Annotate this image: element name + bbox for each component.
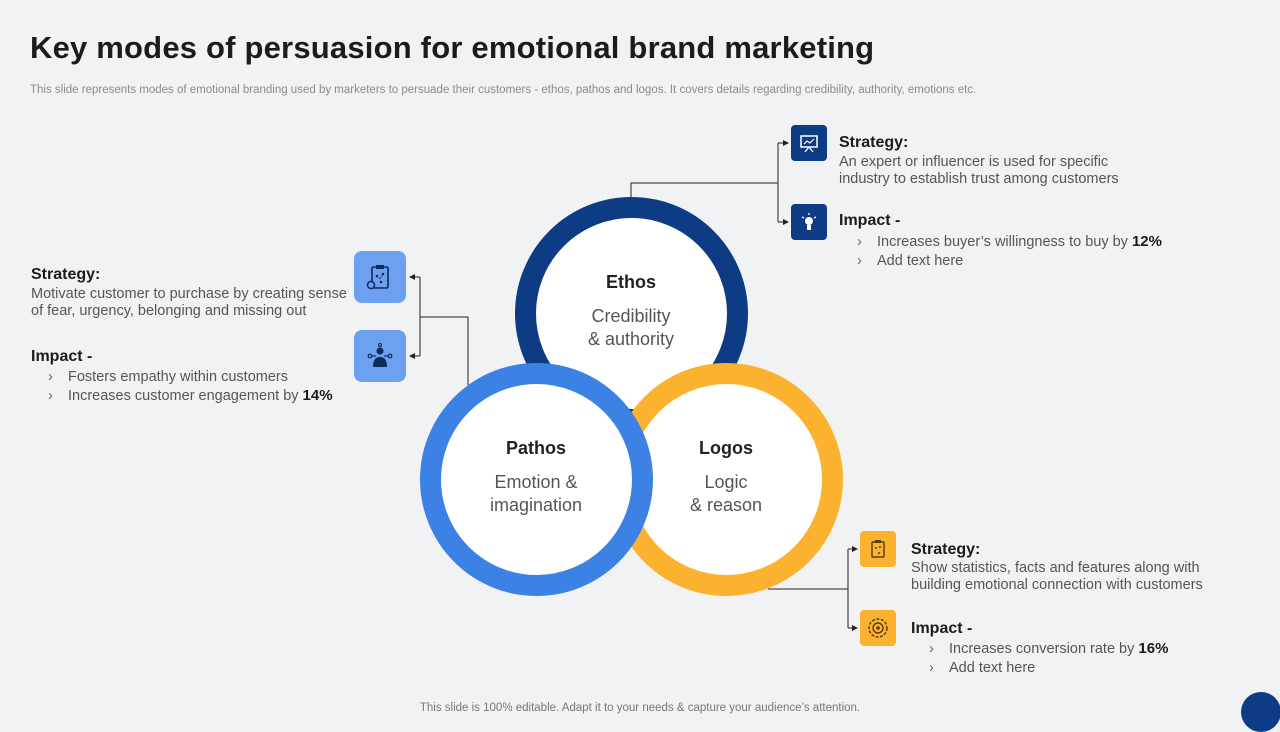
page-subtitle: This slide represents modes of emotional… <box>30 84 977 96</box>
logos-desc-line1: Logic <box>704 472 748 492</box>
ethos-impact-list: ›Increases buyer’s willingness to buy by… <box>857 232 1162 270</box>
strategy-clipboard-icon <box>354 251 406 303</box>
presentation-board-icon <box>791 125 827 161</box>
ethos-desc-line1: Credibility <box>591 306 671 326</box>
footer-note: This slide is 100% editable. Adapt it to… <box>419 702 861 714</box>
list-item: ›Increases buyer’s willingness to buy by… <box>857 233 1162 250</box>
pathos-strategy-line2: of fear, urgency, belonging and missing … <box>31 303 307 319</box>
ethos-impact-heading: Impact - <box>839 212 901 229</box>
pathos-strategy-heading: Strategy: <box>31 266 101 283</box>
logos-impact-list: ›Increases conversion rate by 16% ›Add t… <box>929 639 1168 677</box>
pathos-desc-line2: imagination <box>489 495 583 515</box>
person-network-icon <box>354 330 406 382</box>
pathos-strategy-line1: Motivate customer to purchase by creatin… <box>31 286 347 302</box>
logos-title: Logos <box>699 438 753 458</box>
logos-impact-heading: Impact - <box>911 620 973 637</box>
logos-strategy-line2: building emotional connection with custo… <box>911 577 1203 593</box>
list-item: ›Fosters empathy within customers <box>48 369 288 385</box>
pathos-impact-list: ›Fosters empathy within customers ›Incre… <box>48 367 333 405</box>
target-gear-icon <box>860 610 896 646</box>
ethos-desc-line2: & authority <box>587 329 675 349</box>
corner-decoration <box>1241 692 1280 732</box>
pathos-desc-line1: Emotion & <box>494 472 578 492</box>
strategy-clipboard-icon <box>860 531 896 567</box>
logos-strategy-line1: Show statistics, facts and features alon… <box>911 560 1200 576</box>
ethos-title: Ethos <box>605 272 656 292</box>
list-item: ›Increases customer engagement by 14% <box>48 387 333 404</box>
list-item: ›Increases conversion rate by 16% <box>929 640 1169 657</box>
ethos-strategy-heading: Strategy: <box>839 134 909 151</box>
logos-desc-line2: & reason <box>689 495 763 515</box>
pathos-title: Pathos <box>505 438 566 458</box>
pathos-label: Pathos Emotion & imagination <box>461 438 611 517</box>
lightbulb-icon <box>791 204 827 240</box>
list-item: ›Add text here <box>857 253 964 269</box>
ethos-label: Ethos Credibility & authority <box>556 272 706 351</box>
logos-strategy-heading: Strategy: <box>911 541 981 558</box>
page-title: Key modes of persuasion for emotional br… <box>30 30 875 65</box>
ethos-strategy-line1: An expert or influencer is used for spec… <box>839 154 1109 170</box>
ethos-strategy-line2: industry to establish trust among custom… <box>839 171 1119 187</box>
list-item: ›Add text here <box>929 660 1036 676</box>
logos-label: Logos Logic & reason <box>651 438 801 517</box>
pathos-impact-heading: Impact - <box>31 348 93 365</box>
